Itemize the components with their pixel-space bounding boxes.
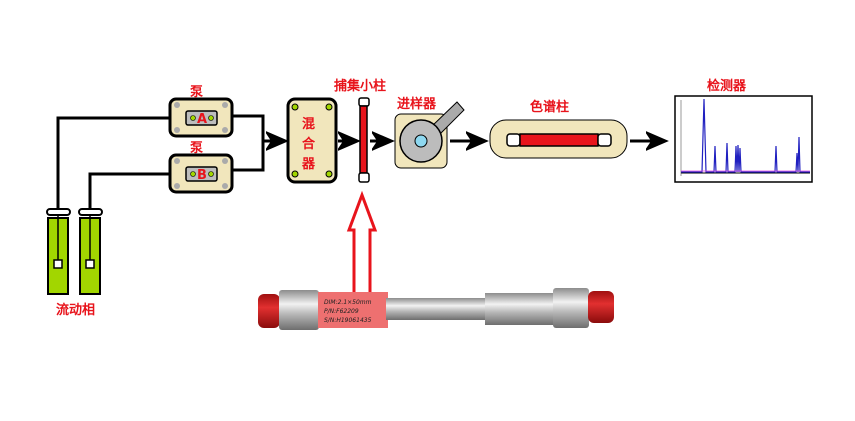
pump-b-letter: B xyxy=(197,168,207,183)
mixer-label-1: 混 xyxy=(302,117,315,132)
photo-pn-text: P/N:F62209 xyxy=(324,308,359,315)
mobile-phase-label: 流动相 xyxy=(56,302,95,318)
pump-b: B xyxy=(168,153,234,194)
detector-label: 检测器 xyxy=(707,78,747,94)
pump-a-label: 泵 xyxy=(190,85,203,100)
chromatography-column xyxy=(489,119,628,159)
trap-column-photo: DIM:2.1×50mm P/N:F62209 S/N:H19061435 xyxy=(258,288,614,330)
solvent-bottle-b xyxy=(78,208,103,295)
photo-sn-text: S/N:H19061435 xyxy=(324,317,372,324)
column-label: 色谱柱 xyxy=(530,99,569,115)
pump-a-letter: A xyxy=(197,112,207,127)
solvent-bottle-a xyxy=(46,208,71,295)
tubing xyxy=(56,114,265,212)
pump-b-label: 泵 xyxy=(190,141,203,156)
detector-chromatogram xyxy=(674,95,813,183)
photo-dim-text: DIM:2.1×50mm xyxy=(324,299,372,306)
pump-a: A xyxy=(168,97,234,138)
up-arrow-icon xyxy=(346,190,378,302)
injector-label: 进样器 xyxy=(397,96,437,112)
trap-column-label: 捕集小柱 xyxy=(334,78,386,94)
mixer-label-3: 器 xyxy=(301,157,316,172)
mixer: 混 合 器 xyxy=(286,97,338,184)
injector xyxy=(394,101,465,169)
mixer-label-2: 合 xyxy=(302,136,316,152)
trap-column xyxy=(358,97,370,183)
